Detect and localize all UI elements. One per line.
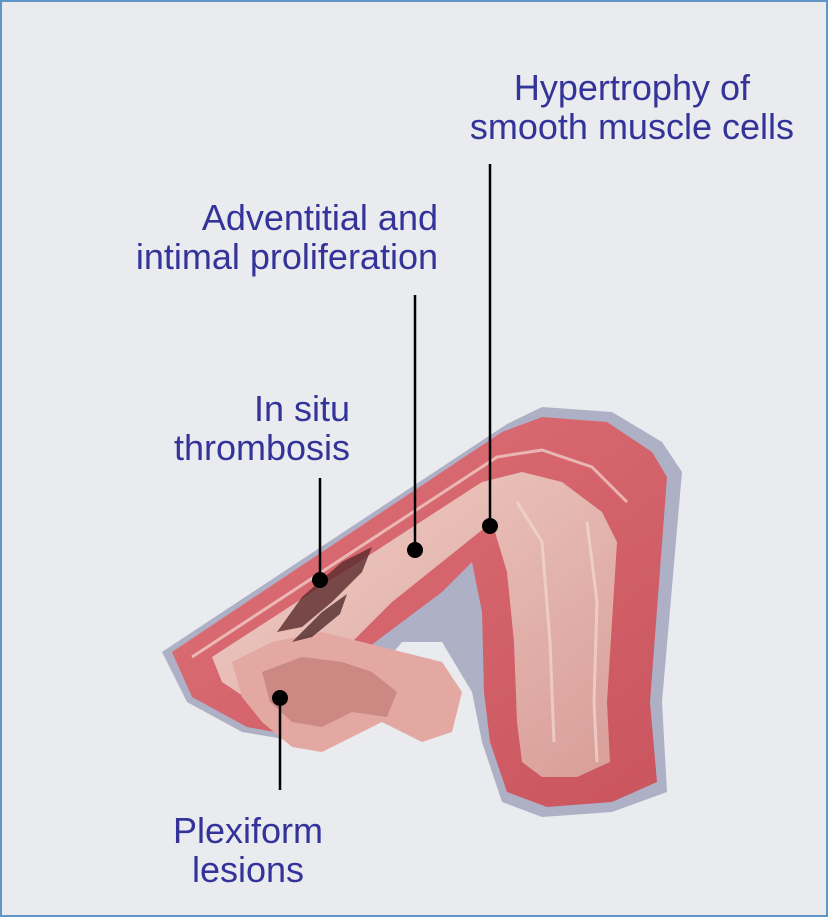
pointer-dot-plexiform xyxy=(272,690,288,706)
hypertrophy-label: Hypertrophy of smooth muscle cells xyxy=(470,68,794,146)
hypertrophy-label-line1: Hypertrophy of xyxy=(470,68,794,107)
adventitial-label-line1: Adventitial and xyxy=(136,198,438,237)
hypertrophy-label-line2: smooth muscle cells xyxy=(470,107,794,146)
pointer-dot-hypertrophy xyxy=(482,518,498,534)
pointer-dot-thrombosis xyxy=(312,572,328,588)
plexiform-label: Plexiform lesions xyxy=(158,811,338,889)
thrombosis-label-line1: In situ xyxy=(174,389,350,428)
adventitial-label-line2: intimal proliferation xyxy=(136,237,438,276)
adventitial-label: Adventitial and intimal proliferation xyxy=(136,198,438,276)
thrombosis-label: In situ thrombosis xyxy=(174,389,350,467)
thrombosis-label-line2: thrombosis xyxy=(174,428,350,467)
plexiform-label-line2: lesions xyxy=(158,850,338,889)
pointer-dot-adventitial xyxy=(407,542,423,558)
plexiform-label-line1: Plexiform xyxy=(158,811,338,850)
